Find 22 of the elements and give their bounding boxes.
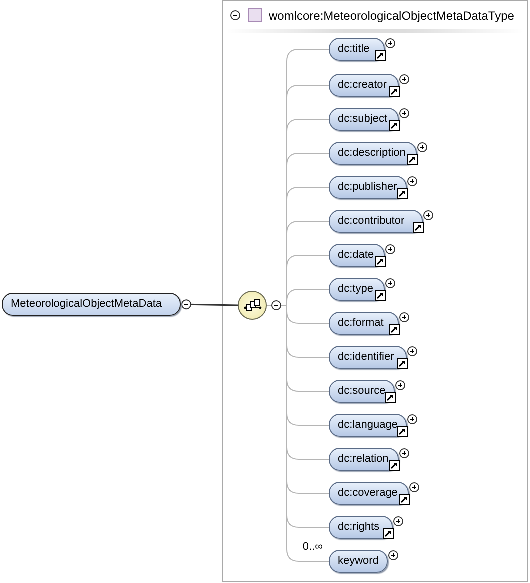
occurrence-label: 0..∞ (302, 541, 323, 553)
child-element: dc:coverage (329, 482, 409, 505)
child-element: dc:date (329, 244, 385, 267)
child-element: dc:source (329, 380, 395, 403)
child-element: dc:format (329, 312, 399, 335)
child-element: dc:publisher (329, 176, 407, 199)
child-element: dc:description (329, 142, 417, 165)
type-name: womlcore:MeteorologicalObjectMetaDataType (269, 9, 514, 23)
child-element: dc:language (329, 414, 407, 437)
child-element: dc:rights (329, 516, 393, 539)
child-element: keyword (329, 550, 388, 573)
sequence-compositor (238, 291, 267, 320)
child-element: dc:creator (329, 74, 399, 97)
child-element: dc:subject (329, 108, 399, 131)
child-element: dc:identifier (329, 346, 407, 369)
child-element: dc:title (329, 38, 385, 61)
child-element: dc:contributor (329, 210, 423, 233)
connector (180, 300, 238, 310)
root-element: MeteorologicalObjectMetaData (2, 293, 181, 316)
child-element: dc:type (329, 278, 385, 301)
complex-type-panel (222, 0, 528, 582)
child-element: dc:relation (329, 448, 399, 471)
